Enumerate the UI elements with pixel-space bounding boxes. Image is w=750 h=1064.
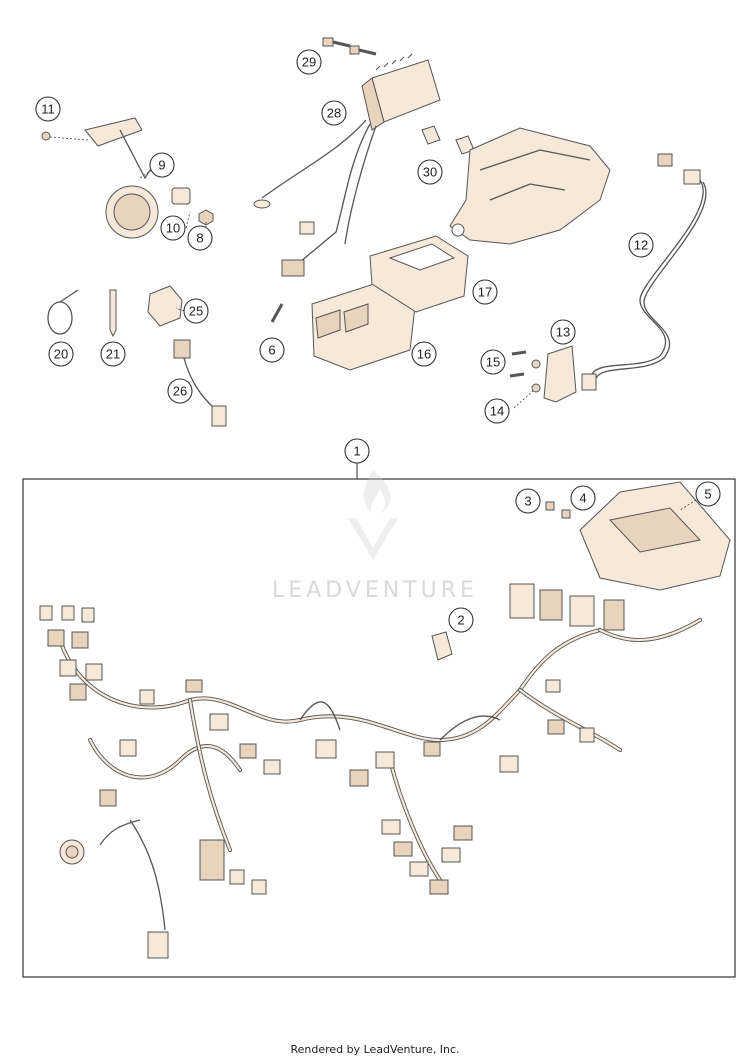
horn-assembly	[41, 117, 214, 239]
callout-30: 30	[417, 159, 443, 185]
svg-text:25: 25	[189, 304, 203, 319]
callout-2: 2	[448, 607, 474, 633]
harness-frame	[22, 478, 736, 978]
svg-text:2: 2	[457, 613, 464, 628]
svg-text:28: 28	[327, 106, 341, 121]
callout-3: 3	[515, 488, 541, 514]
regulator-part-28	[253, 53, 441, 277]
svg-text:21: 21	[106, 347, 120, 362]
ecu-part-16	[311, 281, 417, 371]
svg-text:9: 9	[158, 158, 165, 173]
callout-1: 1	[344, 438, 370, 464]
svg-text:5: 5	[704, 487, 711, 502]
callout-17: 17	[472, 279, 498, 305]
callout-5: 5	[695, 481, 721, 507]
callout-14: 14	[484, 398, 510, 424]
cable-tie-part-20	[47, 289, 79, 335]
svg-text:30: 30	[423, 165, 437, 180]
callout-4: 4	[570, 485, 596, 511]
callout-9: 9	[149, 152, 175, 178]
callout-26: 26	[167, 378, 193, 404]
leadventure-logo	[348, 470, 398, 560]
svg-text:14: 14	[490, 404, 504, 419]
relay-part-25	[147, 285, 183, 327]
callout-29: 29	[296, 49, 322, 75]
callout-10: 10	[160, 215, 186, 241]
svg-text:8: 8	[196, 231, 203, 246]
pin-part-6	[270, 303, 284, 323]
callout-13: 13	[550, 319, 576, 345]
svg-text:29: 29	[302, 55, 316, 70]
sensor-wire-part-12	[581, 153, 707, 391]
svg-text:13: 13	[556, 325, 570, 340]
svg-text:16: 16	[417, 347, 431, 362]
relay-wire-part-26	[173, 339, 227, 427]
footer-credit: Rendered by LeadVenture, Inc.	[290, 1043, 460, 1056]
svg-text:4: 4	[579, 491, 586, 506]
svg-text:10: 10	[166, 221, 180, 236]
nut-part-14	[513, 383, 541, 409]
watermark-text: LEADVENTURE	[272, 578, 478, 603]
callout-11: 11	[35, 96, 61, 122]
svg-text:26: 26	[173, 384, 187, 399]
callout-15: 15	[480, 349, 506, 375]
svg-text:1: 1	[353, 444, 360, 459]
svg-text:6: 6	[268, 343, 275, 358]
clip-part-30	[421, 125, 475, 155]
ecu-cover-part-17	[369, 235, 469, 313]
callout-16: 16	[411, 341, 437, 367]
bolt-part-15	[509, 350, 541, 378]
callout-21: 21	[100, 341, 126, 367]
tool-part-21	[109, 289, 117, 338]
callout-20: 20	[48, 341, 74, 367]
ecu-bracket	[449, 127, 611, 245]
callout-12: 12	[628, 232, 654, 258]
svg-text:11: 11	[41, 102, 55, 117]
svg-text:15: 15	[486, 355, 500, 370]
callout-6: 6	[259, 337, 285, 363]
svg-text:17: 17	[478, 285, 492, 300]
svg-text:20: 20	[54, 347, 68, 362]
wiring-harness-part-1	[39, 481, 731, 959]
svg-text:3: 3	[524, 494, 531, 509]
svg-text:12: 12	[634, 238, 648, 253]
callout-8: 8	[187, 225, 213, 251]
bracket-part-13	[543, 345, 577, 403]
bolt-part-29	[322, 37, 377, 56]
callout-25: 25	[183, 298, 209, 324]
callout-28: 28	[321, 100, 347, 126]
